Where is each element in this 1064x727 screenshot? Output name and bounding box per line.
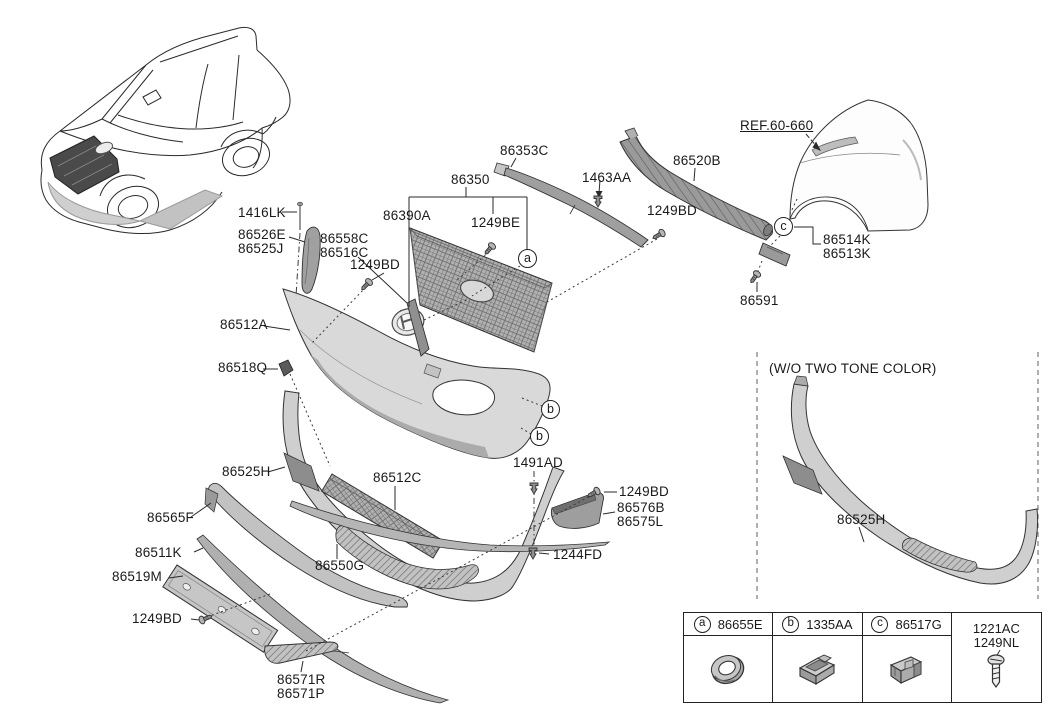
part-label-86390a: 86390A [383, 208, 431, 223]
part-label-86525h-mono: 86525H [837, 512, 886, 527]
clip-icon [529, 482, 539, 495]
part-label-1244fd: 1244FD [553, 547, 603, 562]
legend-header-b: b 1335AA [773, 613, 862, 636]
fastener-legend-table: a 86655E b 1335AA [683, 612, 1042, 703]
callout-circle-b1: b [541, 400, 560, 419]
screw-icon [747, 268, 763, 286]
callout-circle-b2: b [530, 427, 549, 446]
part-label-86525j: 86525J [238, 241, 284, 256]
part-label-86575l: 86575L [617, 514, 664, 529]
legend-header-a: a 86655E [684, 613, 773, 636]
part-label-86514k: 86514K [823, 232, 871, 247]
section-title-wo-two-tone: (W/O TWO TONE COLOR) [769, 361, 937, 376]
part-label-1249bd-3: 1249BD [132, 611, 182, 626]
legend-part-1221ac: 1221AC [972, 621, 1020, 636]
part-label-86520b: 86520B [673, 153, 721, 168]
part-label-1463aa: 1463AA [582, 170, 632, 185]
part-label-86350: 86350 [451, 172, 490, 187]
part-label-86558c: 86558C [320, 231, 369, 246]
screw-icon [650, 227, 667, 243]
cover-strip-86353c [493, 162, 649, 248]
assembly-axis-lines [206, 198, 798, 652]
air-dam-86565f [204, 482, 408, 608]
grommet-icon [711, 655, 745, 685]
legend-cell-c: c 86517G [862, 613, 952, 702]
fender-sketch [789, 99, 929, 232]
part-label-86513k: 86513K [823, 246, 871, 261]
part-label-1249be: 1249BE [471, 215, 521, 230]
legend-letter-c: c [871, 615, 889, 633]
legend-part-86655e: 86655E [717, 616, 763, 632]
clip-icon [528, 547, 538, 560]
vehicle-sketch [40, 26, 291, 235]
part-label-86576b: 86576B [617, 500, 665, 515]
callout-circle-c: c [774, 217, 793, 236]
legend-part-1335aa: 1335AA [806, 616, 853, 632]
part-label-1249bd-1: 1249BD [350, 257, 400, 272]
part-label-86571p: 86571P [277, 686, 325, 701]
legend-header-c: c 86517G [862, 613, 951, 636]
screw-icon [987, 650, 1005, 689]
legend-part-86517g: 86517G [895, 616, 942, 632]
pin-1416lk [297, 201, 303, 230]
legend-part-1249nl: 1249NL [973, 635, 1020, 650]
screw-icon [358, 276, 375, 293]
leader-lines [168, 133, 865, 673]
part-label-86353c: 86353C [500, 143, 549, 158]
bumper-lip-86525h-mono [782, 375, 1039, 585]
legend-letter-b: b [782, 615, 800, 633]
license-bracket-86519m [162, 564, 279, 653]
part-label-86591: 86591 [740, 293, 779, 308]
callout-circle-a: a [518, 249, 537, 268]
legend-letter-a: a [693, 615, 711, 633]
moulding-86526e [301, 226, 321, 294]
part-label-86519m: 86519M [112, 569, 162, 584]
legend-body-b [773, 636, 861, 702]
part-label-86512c: 86512C [373, 470, 422, 485]
legend-cell-a: a 86655E [684, 613, 774, 702]
part-label-1249bd-2: 1249BD [647, 203, 697, 218]
part-label-1491ad: 1491AD [513, 455, 563, 470]
part-label-1249bd-4: 1249BD [619, 484, 669, 499]
bumper-cover-86511 [282, 288, 551, 459]
part-label-1416lk: 1416LK [238, 205, 286, 220]
part-label-86511k: 86511K [135, 545, 182, 560]
legend-cell-b: b 1335AA [773, 613, 863, 702]
clip-icon [593, 195, 603, 208]
bracket-86514k [758, 242, 791, 267]
clip-icon [799, 654, 836, 685]
part-label-86550g: 86550G [315, 558, 365, 573]
part-label-86571r: 86571R [277, 672, 326, 687]
legend-cell-screw: 1221AC 1249NL [952, 613, 1041, 702]
part-label-86525h: 86525H [222, 464, 271, 479]
part-label-86516c: 86516C [320, 245, 369, 260]
legend-body-a [684, 636, 772, 702]
ref-label-60-660: REF.60-660 [740, 118, 814, 133]
strip-86511k [196, 534, 450, 704]
garnish-86571r [264, 641, 350, 664]
trim-86550g [289, 500, 611, 553]
part-label-86512a: 86512A [220, 317, 268, 332]
part-label-86518q: 86518Q [218, 360, 268, 375]
screw-icon [481, 240, 498, 258]
absorber-86520b [619, 127, 773, 241]
part-label-86565f: 86565F [147, 510, 194, 525]
clip-86518q [278, 359, 294, 377]
part-label-86526e: 86526E [238, 227, 286, 242]
legend-body-c [863, 636, 951, 702]
bracket-clip-icon [889, 656, 922, 685]
strip-86558c [406, 298, 430, 357]
fog-cover-86576b [550, 492, 604, 529]
